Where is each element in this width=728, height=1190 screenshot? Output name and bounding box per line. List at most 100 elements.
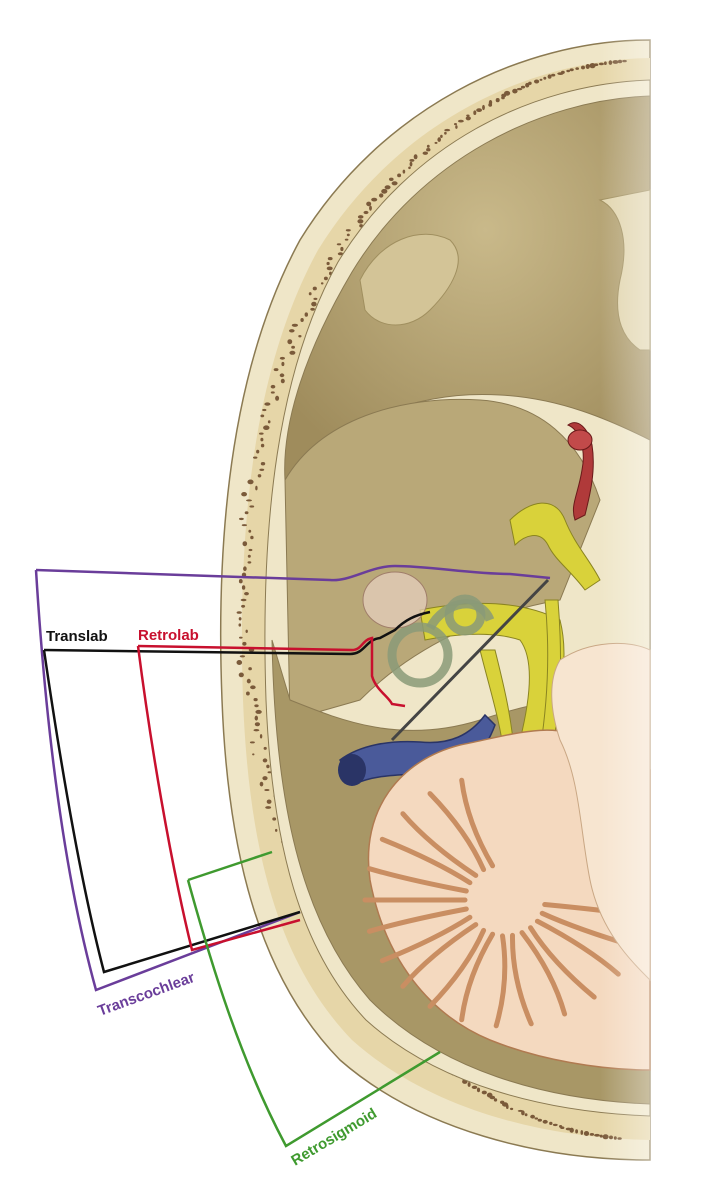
diploe-pore (247, 554, 251, 558)
diploe-pore (242, 541, 248, 547)
diploe-pore (266, 799, 272, 804)
diploe-pore (551, 73, 556, 77)
diploe-pore (249, 741, 255, 744)
diploe-pore (402, 169, 406, 174)
diploe-pore (247, 561, 252, 564)
retrolab-label: Retrolab (138, 627, 199, 644)
diploe-pore (308, 292, 312, 296)
diploe-pore (264, 402, 271, 406)
diploe-pore (313, 297, 318, 300)
diploe-pore (312, 286, 317, 291)
diploe-pore (238, 672, 244, 678)
diploe-pore (444, 131, 447, 135)
diploe-pore (272, 817, 277, 821)
transcochlear-label: Transcochlear (96, 969, 198, 1020)
diploe-pore (262, 776, 268, 781)
diploe-pore (250, 685, 256, 690)
diploe-pore (488, 103, 493, 107)
diploe-pore (520, 85, 526, 89)
diploe-pore (275, 828, 278, 832)
diploe-pore (238, 617, 242, 621)
diploe-pore (539, 78, 543, 81)
cerebellar-folium (509, 932, 534, 1027)
diploe-pore (257, 474, 262, 478)
cochlea (362, 571, 428, 629)
diploe-pore (552, 1123, 558, 1127)
sigmoid-sinus-opening (338, 754, 366, 786)
retrolab-approach-frame (136, 645, 301, 952)
diploe-pore (510, 1107, 514, 1111)
diploe-pore (379, 193, 384, 198)
diploe-pore (243, 566, 247, 571)
diploe-pore (516, 87, 523, 91)
cerebellar-folium (366, 866, 469, 894)
diploe-pore (409, 161, 413, 167)
diploe-pore (493, 1098, 498, 1102)
cerebellar-folium (366, 906, 469, 934)
diploe-pore (357, 215, 364, 219)
diploe-pore (340, 246, 344, 252)
diploe-pore (244, 511, 249, 515)
diploe-pore (281, 361, 285, 367)
diploe-pore (270, 391, 275, 394)
diploe-pore (287, 339, 293, 345)
diploe-pore (239, 517, 244, 521)
diploe-pore (440, 134, 443, 138)
diploe-pore (238, 623, 242, 627)
retrosigmoid-approach-outline (186, 850, 441, 1148)
diploe-pore (239, 636, 243, 639)
diploe-pore (381, 188, 388, 194)
diploe-pore (246, 678, 251, 684)
diploe-pore (256, 449, 260, 454)
diploe-pore (273, 368, 279, 372)
sphenoid-wing (359, 233, 459, 326)
diploe-pore (512, 88, 518, 94)
diploe-pore (589, 1133, 595, 1136)
diploe-pore (267, 420, 271, 424)
diploe-pore (246, 499, 252, 502)
diploe-pore (300, 318, 304, 322)
diploe-pore (542, 1119, 548, 1124)
diploe-pore (253, 698, 258, 702)
diploe-pore (467, 1082, 471, 1087)
diploe-pore (241, 524, 247, 527)
diploe-pore (259, 468, 265, 471)
diploe-pore (254, 722, 260, 727)
diploe-pore (253, 729, 260, 732)
diploe-pore (252, 753, 255, 756)
diploe-pore (246, 691, 250, 696)
diploe-pore (247, 479, 254, 485)
diploe-pore (245, 629, 248, 633)
diploe-pore (549, 1121, 553, 1125)
diploe-pore (260, 443, 265, 448)
diploe-pore (345, 229, 351, 232)
diploe-pore (413, 154, 418, 160)
diploe-pore (482, 104, 485, 111)
diploe-pore (265, 806, 272, 809)
diploe-pore (262, 758, 268, 763)
diploe-pore (454, 123, 457, 126)
diploe-pore (506, 1104, 509, 1109)
diploe-pore (320, 282, 324, 285)
diploe-pore (455, 125, 458, 129)
diploe-pore (259, 734, 263, 739)
diploe-pore (495, 98, 500, 103)
right-fade (600, 0, 728, 1190)
diploe-pore (241, 492, 248, 497)
diploe-pore (524, 1113, 528, 1117)
diploe-pore (557, 72, 564, 75)
diploe-pore (458, 119, 464, 123)
diploe-pore (260, 462, 266, 466)
diploe-pore (569, 1127, 574, 1133)
cerebellar-folium (459, 931, 496, 1023)
diploe-pore (259, 432, 264, 435)
diploe-pore (389, 177, 394, 181)
diploe-pore (473, 110, 477, 115)
diploe-pore (547, 74, 552, 79)
diploe-pore (363, 210, 369, 215)
diploe-pore (481, 1090, 487, 1095)
diploe-pore (391, 181, 398, 186)
cerebellar-folium (528, 925, 597, 1000)
diploe-pore (585, 64, 590, 69)
diploe-pore (566, 69, 571, 73)
